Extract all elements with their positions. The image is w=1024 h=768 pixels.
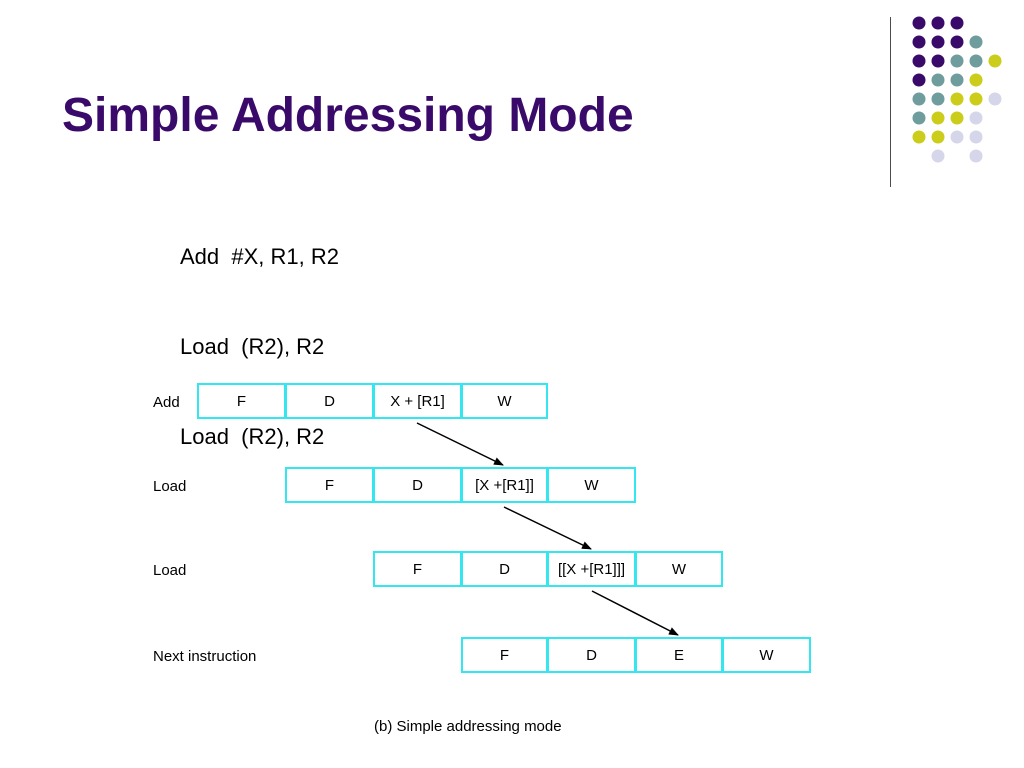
row-label-load-2: Load xyxy=(153,562,187,579)
arrow-1 xyxy=(416,422,504,466)
figure-caption: (b) Simple addressing mode xyxy=(374,718,562,735)
arrow-2 xyxy=(503,506,592,550)
stage-cell: [X +[R1]] xyxy=(461,467,548,503)
decorative-dot-grid xyxy=(912,16,1002,163)
divider-line xyxy=(890,17,891,187)
stage-cell: W xyxy=(461,383,548,419)
stage-cell: F xyxy=(197,383,286,419)
stage-cell: W xyxy=(547,467,636,503)
stage-cell: D xyxy=(547,637,636,673)
instruction-line: Load (R2), R2 xyxy=(180,334,325,359)
slide-title: Simple Addressing Mode xyxy=(62,89,634,142)
stage-cell: W xyxy=(635,551,723,587)
stage-cell: F xyxy=(373,551,462,587)
stage-cell: F xyxy=(285,467,374,503)
stage-cell: X + [R1] xyxy=(373,383,462,419)
stage-cell: D xyxy=(285,383,374,419)
instruction-line: Add #X, R1, R2 xyxy=(180,244,339,269)
instruction-line: Load (R2), R2 xyxy=(180,424,325,449)
stage-cell: [[X +[R1]]] xyxy=(547,551,636,587)
arrow-3 xyxy=(591,590,679,636)
row-label-add: Add xyxy=(153,394,180,411)
stage-cell: D xyxy=(461,551,548,587)
stage-cell: D xyxy=(373,467,462,503)
stage-cell: E xyxy=(635,637,723,673)
row-label-next-instruction: Next instruction xyxy=(153,648,257,665)
instruction-list: Add #X, R1, R2 Load (R2), R2 Load (R2), … xyxy=(180,182,339,482)
stage-cell: W xyxy=(722,637,811,673)
stage-cell: F xyxy=(461,637,548,673)
row-label-load-1: Load xyxy=(153,478,187,495)
